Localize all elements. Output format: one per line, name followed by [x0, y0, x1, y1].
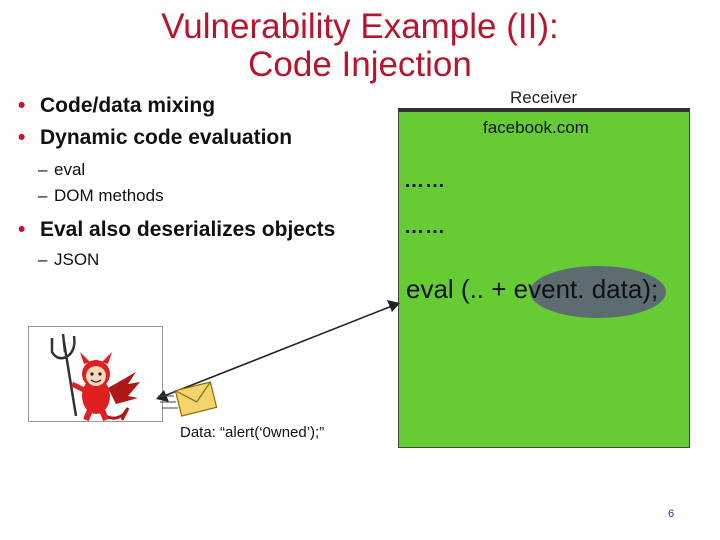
bullet-code-data-mixing: • Code/data mixing [18, 94, 215, 118]
bullet-eval-deserializes: • Eval also deserializes objects [18, 218, 335, 242]
sub-marker: – [38, 250, 48, 269]
subbullet-json: –JSON [38, 250, 99, 270]
highlight-ellipse [530, 266, 666, 318]
title-line-1: Vulnerability Example (II): [161, 7, 559, 46]
title-line-2: Code Injection [248, 45, 472, 84]
slide-title: Vulnerability Example (II): Code Injecti… [0, 8, 720, 84]
subbullet-eval: –eval [38, 160, 85, 180]
sub-marker: – [38, 186, 48, 205]
receiver-label: Receiver [510, 88, 578, 107]
attacker-box [28, 326, 163, 422]
ellipsis-line-1: …… [404, 170, 446, 192]
subbullet-dom-methods: –DOM methods [38, 186, 164, 206]
eval-code-suffix: ); [642, 274, 659, 304]
envelope-icon [158, 381, 218, 417]
bullet-dynamic-code-evaluation: • Dynamic code evaluation [18, 126, 292, 150]
subbullet-text: JSON [54, 250, 100, 269]
receiver-site: facebook.com [483, 118, 589, 137]
message-arrow [156, 300, 400, 402]
ellipsis-line-2: …… [404, 216, 446, 238]
sub-marker: – [38, 160, 48, 179]
bullet-marker: • [18, 218, 26, 241]
subbullet-text: DOM methods [54, 186, 164, 205]
eval-code-prefix: eval (.. + [406, 274, 514, 304]
bullet-marker: • [18, 126, 26, 149]
bullet-text: Code/data mixing [40, 94, 216, 117]
eval-code: eval (.. + event. data); [406, 274, 658, 305]
bullet-marker: • [18, 94, 26, 117]
subbullet-text: eval [54, 160, 86, 179]
bullet-text: Dynamic code evaluation [40, 126, 293, 149]
payload-label: Data: “alert(‘0wned’);” [180, 424, 325, 441]
bullet-text: Eval also deserializes objects [40, 218, 336, 241]
eval-code-highlight: event. data [513, 274, 643, 304]
page-number: 6 [668, 508, 675, 520]
receiver-top-border [398, 108, 690, 112]
